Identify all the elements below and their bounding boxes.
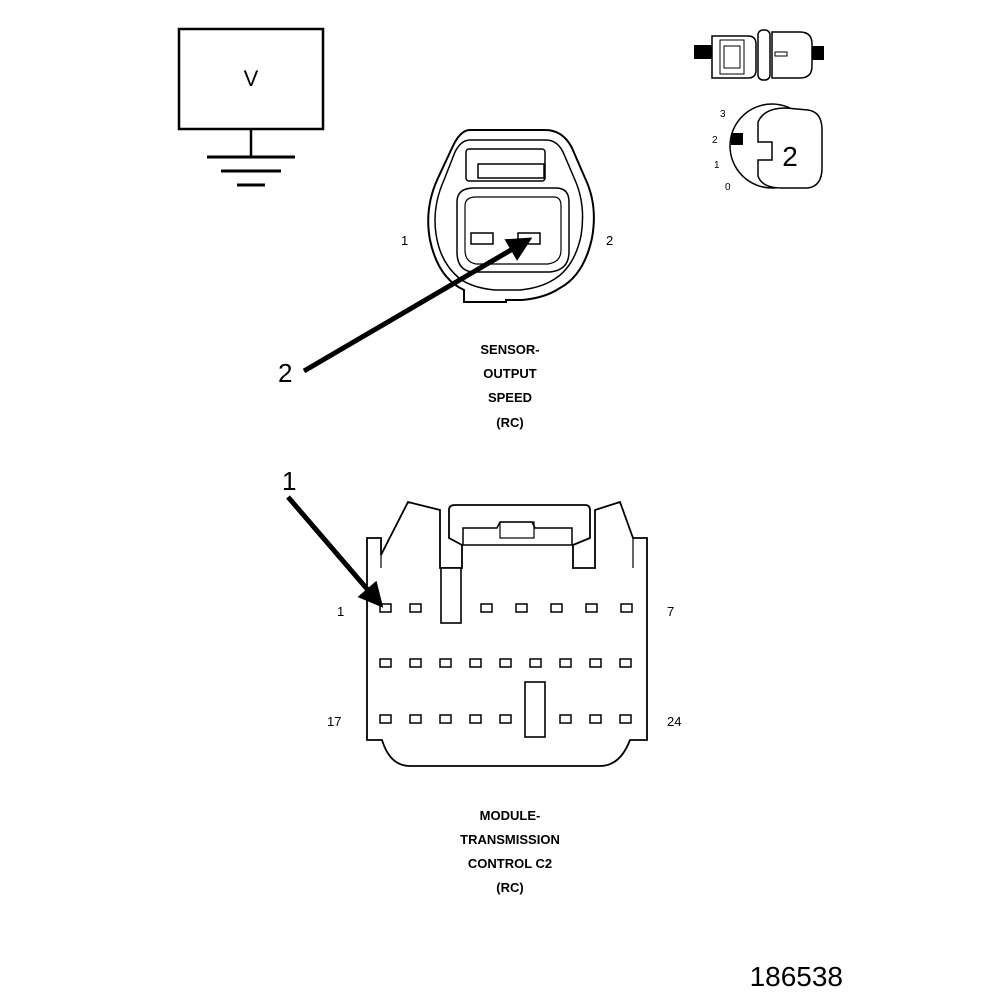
- module-key-rib-lower: [524, 681, 546, 738]
- rotary-switch-icon: 3 2 1 0 2: [712, 103, 823, 193]
- sensor-title: SENSOR- OUTPUT SPEED (RC): [480, 342, 539, 430]
- figure-number: 186538: [750, 961, 843, 992]
- module-pin-7-label: 7: [667, 604, 674, 619]
- sensor-title-line-3: SPEED: [488, 390, 532, 405]
- switch-selected-number: 2: [782, 141, 798, 172]
- switch-position-0: 0: [725, 182, 731, 193]
- voltmeter-symbol: V: [244, 66, 259, 91]
- voltmeter-icon: V: [177, 27, 325, 187]
- sensor-connector: 1 2: [401, 129, 613, 303]
- module-title-line-4: (RC): [496, 880, 523, 895]
- module-connector: 1 7 17 24: [327, 500, 681, 767]
- switch-position-1: 1: [714, 160, 720, 171]
- ground-icon: [207, 155, 295, 187]
- module-key-rib: [440, 567, 462, 624]
- module-title-line-1: MODULE-: [480, 808, 541, 823]
- callout-2: 2: [278, 237, 533, 388]
- switch-position-3: 3: [720, 109, 726, 120]
- callout-1: 1: [282, 466, 384, 608]
- probe-icon: [694, 29, 824, 81]
- module-title-line-3: CONTROL C2: [468, 856, 552, 871]
- callout-2-number: 2: [278, 358, 292, 388]
- switch-position-2: 2: [712, 135, 718, 146]
- module-title-line-2: TRANSMISSION: [460, 832, 560, 847]
- callout-1-arrow: [286, 495, 384, 608]
- sensor-pin-1-label: 1: [401, 233, 408, 248]
- callout-2-arrow: [302, 237, 533, 374]
- module-pin-17-label: 17: [327, 714, 341, 729]
- sensor-title-line-2: OUTPUT: [483, 366, 537, 381]
- module-title: MODULE- TRANSMISSION CONTROL C2 (RC): [460, 808, 560, 895]
- sensor-title-line-4: (RC): [496, 415, 523, 430]
- sensor-title-line-1: SENSOR-: [480, 342, 539, 357]
- sensor-pin-2-label: 2: [606, 233, 613, 248]
- module-pin-1-label: 1: [337, 604, 344, 619]
- callout-1-number: 1: [282, 466, 296, 496]
- module-pin-24-label: 24: [667, 714, 681, 729]
- sensor-cavity-1: [470, 232, 494, 245]
